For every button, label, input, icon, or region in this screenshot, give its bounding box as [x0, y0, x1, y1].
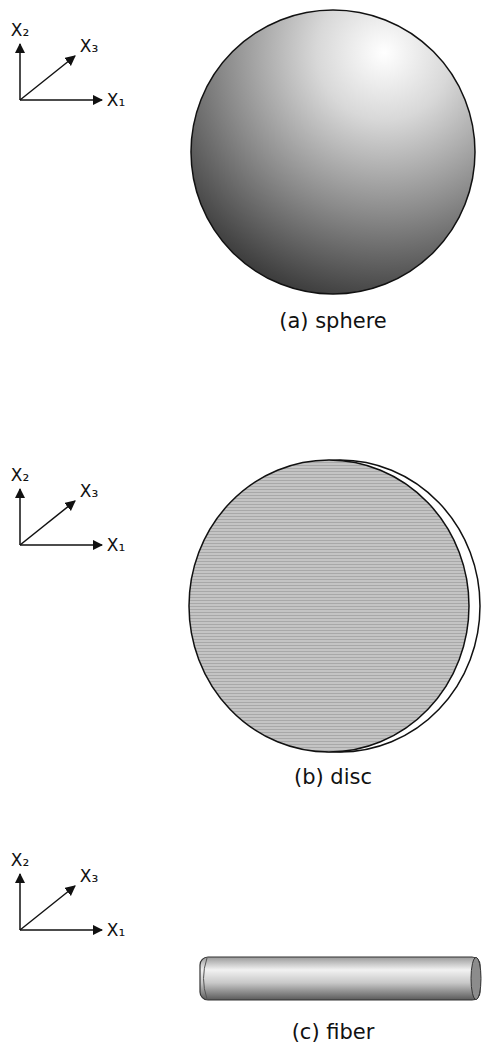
axis-arrow [20, 501, 75, 545]
panel-caption: (b) disc [294, 766, 372, 789]
disc-face [189, 460, 469, 752]
axis-label: X₁ [107, 536, 125, 555]
axis-label: X₃ [80, 37, 98, 56]
panel-caption: (a) sphere [279, 310, 387, 333]
sphere [191, 10, 475, 294]
axis-arrow [19, 874, 21, 930]
axis-label: X₂ [11, 466, 29, 485]
axes-group [20, 44, 102, 930]
fiber-left-end [204, 958, 208, 999]
axis-label: X₂ [11, 851, 29, 870]
panel-caption: (c) fiber [292, 1021, 375, 1044]
axis-arrow [19, 489, 21, 545]
fiber-right-end [471, 958, 481, 1000]
fiber-body [200, 957, 480, 1000]
axis-arrow [20, 99, 102, 101]
axis-label: X₃ [80, 482, 98, 501]
axis-arrow [20, 886, 75, 930]
axis-label: X₁ [107, 91, 125, 110]
axis-arrow [20, 929, 102, 931]
axis-arrow [20, 544, 102, 546]
axis-label: X₁ [107, 921, 125, 940]
axis-label: X₂ [11, 21, 29, 40]
axis-arrow [20, 56, 75, 100]
axis-arrow [19, 44, 21, 100]
axis-label: X₃ [80, 867, 98, 886]
